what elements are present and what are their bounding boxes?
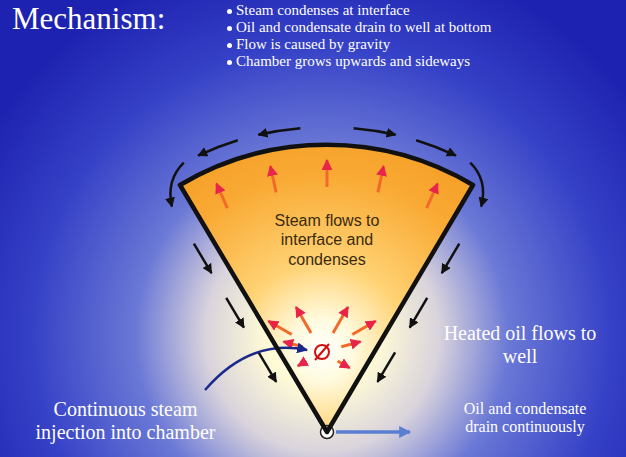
bullet-dot [227,26,232,31]
steam-arrow [298,361,307,366]
drain-label: Oil and condensate drain continuously [450,400,600,437]
mechanism-bullet-block: Chamber grows upwards and sideways [236,53,470,70]
chamber-text: Steam flows to interface and condenses [262,211,392,269]
bullet-dot [227,60,232,65]
bullet-dot [227,43,232,48]
flow-arrow [416,140,456,155]
drain-label-block: Oil and condensate drain continuously [450,400,600,437]
steam-arrow [283,342,302,347]
mechanism-bullet-block: Flow is caused by gravity [236,36,390,53]
steam-arrow [338,361,350,368]
injector-ring [315,345,329,359]
title-block: Mechanism: [12,1,165,37]
mechanism-bullet: Oil and condensate drain to well at bott… [236,19,491,36]
steam-arrow [341,342,360,347]
mechanism-bullet: Steam condenses at interface [236,2,410,19]
flow-arrow [226,298,244,328]
steam-arrow [326,160,329,187]
flow-label: Heated oil flows to well [440,322,600,368]
flow-label-block: Heated oil flows to well [440,322,600,368]
flow-arrow [198,140,238,155]
steam-arrow [378,166,384,192]
mechanism-bullet-block: Steam condenses at interface [236,2,410,19]
steam-chamber: Steam flows to interface and condenses [170,135,485,440]
chamber-outline-svg [170,135,485,440]
title-text: Mechanism: [12,1,165,36]
flow-arrow [442,244,460,274]
flow-arrow [259,352,277,382]
steam-chamber-fill [180,145,473,432]
flow-arrow [378,352,396,382]
mechanism-bullet: Flow is caused by gravity [236,36,390,53]
chamber-outline [180,145,473,432]
steam-flow-arrows [216,160,437,368]
flow-arrow [194,244,212,274]
flow-arrow [410,298,428,328]
steam-arrow [268,321,291,335]
mechanism-bullet-block: Oil and condensate drain to well at bott… [236,19,491,36]
injector-slash [315,344,329,360]
steam-arrow [216,184,227,209]
mechanism-bullet: Chamber grows upwards and sideways [236,53,470,70]
injection-label-block: Continuous steam injection into chamber [18,398,233,444]
steam-arrow [270,166,276,192]
bullet-dot [227,9,232,14]
flow-arrow [354,128,396,135]
injection-label: Continuous steam injection into chamber [18,398,233,444]
steam-arrow [296,307,311,333]
injector-symbol [315,344,329,360]
steam-arrow [333,307,348,333]
steam-arrow [352,321,375,335]
flow-arrow [258,128,300,135]
drain-arrow [336,430,410,434]
steam-arrow [427,184,438,209]
